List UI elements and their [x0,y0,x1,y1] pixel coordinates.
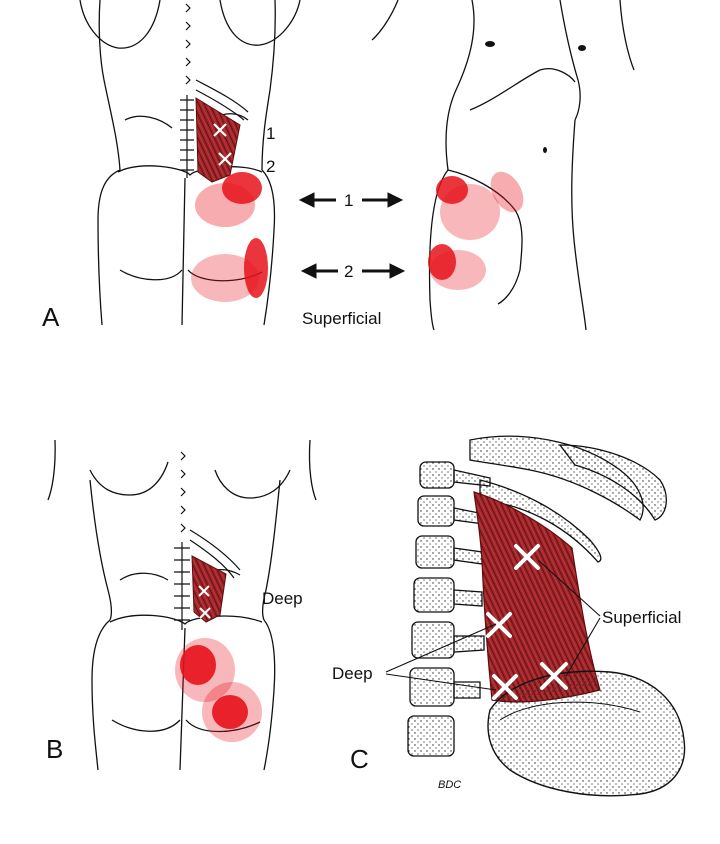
panel-c-trigger-points [486,544,568,700]
panel-a-quadratus-muscle [195,97,241,183]
panel-c-leader-lines [385,559,601,691]
panel-b-referred-pain [175,638,262,742]
panel-a-side-view [371,0,635,331]
back-outline-left [98,0,121,171]
artist-signature: BDC [438,779,461,791]
deep-label-b: Deep [262,589,303,608]
panel-c-iliac-crest [487,670,686,797]
panel-a-number-1: 1 [266,124,275,143]
panel-a-ribs [195,79,249,121]
deep-label-c: Deep [332,664,373,683]
panel-c-quadratus-muscle [473,491,601,703]
panel-c-vertebral-column [407,461,491,757]
panel-a-number-2: 2 [266,157,275,176]
arrow-2 [300,263,406,279]
panel-a-back-view [79,0,301,326]
arrow-1-label: 1 [344,191,353,210]
panel-c-crest-contour [499,701,641,721]
panel-b-back-view [47,439,317,771]
panel-c-letter: C [350,744,369,774]
panel-a-trigger-points [213,123,232,166]
back-outline-right [261,0,276,171]
arrow-2-label: 2 [344,262,353,281]
panel-b-trigger-points [198,585,211,619]
panel-a-letter: A [42,302,60,332]
panel-a-side-marks [485,41,586,153]
superficial-label-a: Superficial [302,309,381,328]
panel-c-ribs [469,435,667,563]
panel-a-spine [180,3,194,178]
panel-a-referred-pain [191,172,268,302]
panel-b-letter: B [46,734,63,764]
panel-a-side-referred-pain [428,171,524,290]
panel-b-quadratus-muscle [191,555,227,623]
arrow-1 [298,192,404,208]
superficial-label-c: Superficial [602,608,681,627]
panel-b-spine [174,451,190,630]
panel-b-ribs [189,529,241,579]
